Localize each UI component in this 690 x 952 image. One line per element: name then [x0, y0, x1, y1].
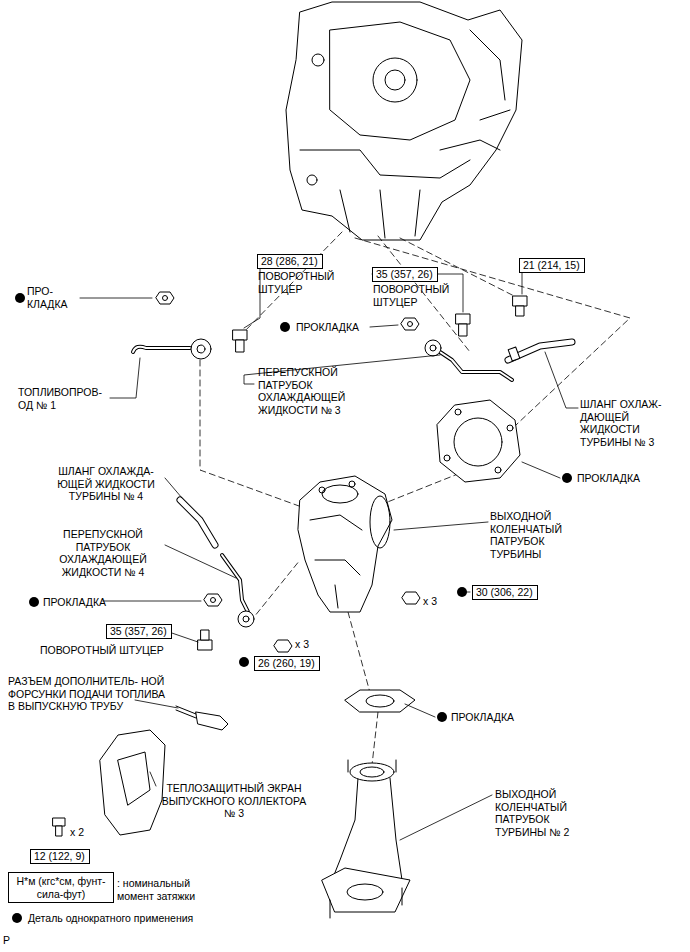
torque-value: 35 (357, 26) — [110, 625, 168, 638]
union-bolt — [233, 330, 247, 352]
torque-box: 21 (214, 15) — [519, 258, 585, 273]
part-label: ШЛАНГ ОХЛАЖДА- ЮЩЕЙ ЖИДКОСТИ ТУРБИНЫ № 4 — [45, 465, 167, 503]
torque-box: 26 (260, 19) — [254, 656, 320, 671]
part-label: ПРО- КЛАДКА — [27, 285, 79, 310]
torque-box: 28 (286, 21) — [257, 254, 323, 269]
flange-gasket — [345, 690, 415, 712]
turbine-elbow — [322, 760, 410, 918]
connector — [176, 706, 228, 730]
part-label: ПРОКЛАДКА — [451, 711, 514, 724]
part-label: ПЕРЕПУСКНОЙ ПАТРУБОК ОХЛАЖДАЮЩЕЙ ЖИДКОСТ… — [40, 528, 166, 578]
part-label: ПРОКЛАДКА — [296, 321, 359, 334]
part-label: ВЫХОДНОЙ КОЛЕНЧАТЫЙ ПАТРУБОК ТУРБИНЫ № 2 — [495, 788, 593, 838]
legend-text: Деталь однократного применения — [28, 912, 193, 925]
part-label: ТОПЛИВОПРОВ- ОД № 1 — [18, 386, 114, 411]
torque-box: 35 (357, 26) — [372, 267, 438, 282]
torque-value: 28 (286, 21) — [261, 255, 319, 268]
part-label: ПОВОРОТНЫЙ ШТУЦЕР — [373, 283, 461, 308]
torque-value: 26 (260, 19) — [258, 657, 316, 670]
torque-box: 30 (306, 22) — [472, 585, 538, 600]
part-label: P — [3, 934, 10, 947]
legend-text: : номинальный момент затяжки — [117, 877, 217, 902]
part-label: РАЗЪЕМ ДОПОЛНИТЕЛЬ- НОЙ ФОРСУНКИ ПОДАЧИ … — [8, 675, 166, 713]
torque-box: 12 (122, 9) — [30, 849, 90, 864]
torque-value: 12 (122, 9) — [34, 850, 86, 863]
part-label: ТЕПЛОЗАЩИТНЫЙ ЭКРАН ВЫПУСКНОГО КОЛЛЕКТОР… — [158, 782, 310, 820]
torque-value: 21 (214, 15) — [523, 259, 581, 272]
torque-value: Н*м (кгс*см, фунт-сила-фут) — [12, 875, 110, 900]
part-label: ПРОКЛАДКА — [43, 596, 106, 609]
hose — [508, 296, 572, 361]
part-label: ШЛАНГ ОХЛАЖ- ДАЮЩЕЙ ЖИДКОСТИ ТУРБИНЫ № 3 — [580, 398, 678, 448]
quantity-label: x 3 — [295, 638, 309, 651]
hose — [180, 500, 254, 650]
part-label: ПРОКЛАДКА — [577, 472, 640, 485]
part-label: ВЫХОДНОЙ КОЛЕНЧАТЫЙ ПАТРУБОК ТУРБИНЫ — [490, 510, 586, 560]
torque-value: 30 (306, 22) — [476, 586, 534, 599]
quantity-label: x 2 — [70, 826, 84, 839]
quantity-label: x 3 — [423, 595, 437, 608]
heat-shield — [53, 730, 165, 836]
part-label: ПЕРЕПУСКНОЙ ПАТРУБОК ОХЛАЖДАЮЩЕЙ ЖИДКОСТ… — [258, 366, 372, 416]
flange-gasket — [437, 400, 520, 482]
part-label: ПОВОРОТНЫЙ ШТУЦЕР — [258, 270, 346, 295]
part-label: ПОВОРОТНЫЙ ШТУЦЕР — [40, 644, 164, 657]
assembly-lines — [200, 232, 630, 765]
unit-legend-box: Н*м (кгс*см, фунт-сила-фут) — [8, 872, 114, 903]
turbine-elbow — [298, 476, 392, 612]
bypass-pipe — [401, 314, 512, 380]
single-use-mark — [12, 293, 572, 923]
torque-value: 35 (357, 26) — [376, 268, 434, 281]
fuel-pipe — [133, 292, 211, 359]
torque-box: 35 (357, 26) — [106, 624, 172, 639]
nut-symbol — [274, 592, 420, 652]
engine-sketch — [286, 2, 522, 240]
